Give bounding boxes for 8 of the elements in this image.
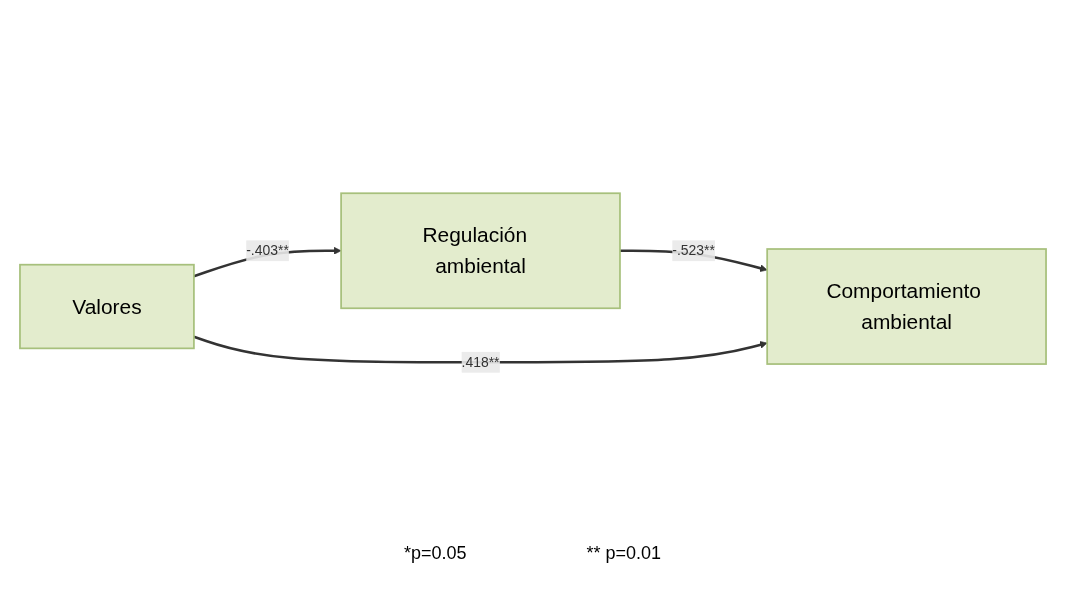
edge-label: .418**: [461, 354, 500, 370]
node-box: Comportamiento ambiental: [765, 248, 1047, 365]
edge-label: -.403**: [245, 242, 289, 258]
footnote-text: ** p=0.01: [586, 543, 662, 564]
node-box: Valores: [18, 263, 195, 350]
edge-label: -.523**: [671, 242, 715, 258]
footnote-text: *p=0.05: [403, 543, 467, 564]
node-box: Regulación ambiental: [339, 192, 621, 310]
